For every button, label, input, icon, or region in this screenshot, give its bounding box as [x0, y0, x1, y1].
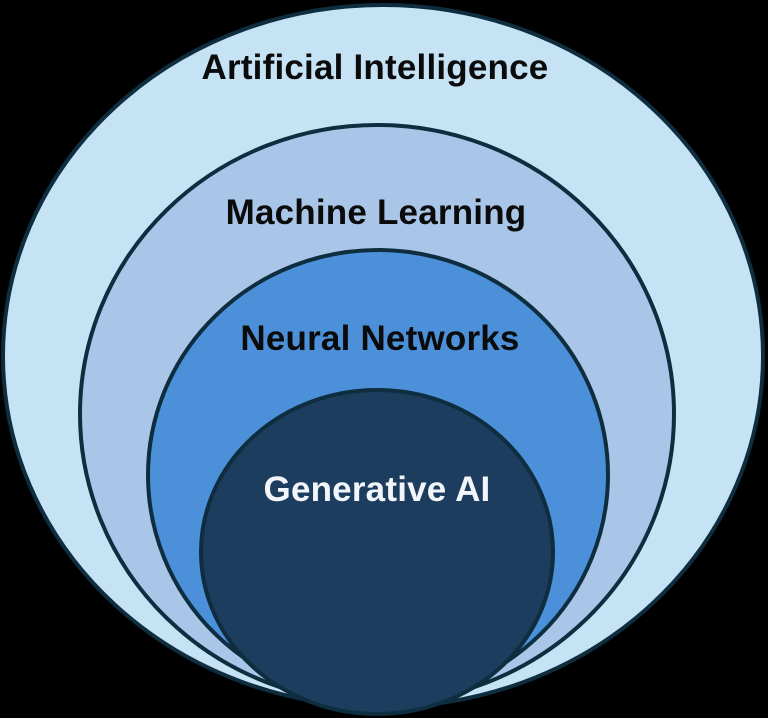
- label-neural-networks: Neural Networks: [240, 319, 519, 358]
- circle-generative-ai: [199, 388, 555, 716]
- label-generative-ai: Generative AI: [264, 470, 491, 509]
- label-artificial-intelligence: Artificial Intelligence: [202, 48, 549, 87]
- label-machine-learning: Machine Learning: [226, 193, 527, 232]
